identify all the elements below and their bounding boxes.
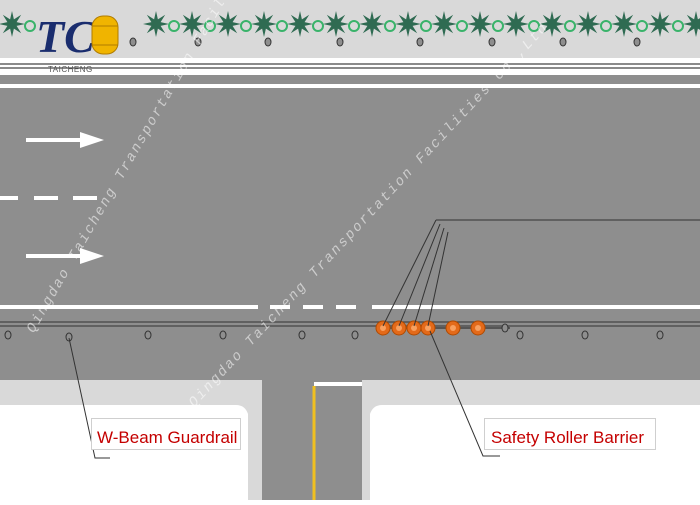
shrub-icon (251, 11, 277, 37)
ring-icon (492, 20, 504, 32)
shrub-icon (431, 11, 457, 37)
guardrail-post (336, 37, 344, 47)
safety-roller-barrier-label: Safety Roller Barrier (484, 418, 656, 450)
shrub-icon (179, 11, 205, 37)
guardrail-post (416, 37, 424, 47)
guardrail-post (194, 37, 202, 47)
shrub-icon (503, 11, 529, 37)
shrub-icon (215, 11, 241, 37)
roller-barrier-icon (391, 320, 407, 336)
shrub-icon (647, 11, 673, 37)
roller-barrier-icon (375, 320, 391, 336)
logo-letters: TC (36, 11, 96, 62)
shrub-icon (539, 11, 565, 37)
guardrail-post (633, 37, 641, 47)
safety-roller-barrier-text: Safety Roller Barrier (491, 428, 645, 447)
guardrail-post (351, 330, 359, 340)
guardrail-post (219, 330, 227, 340)
shrub-icon (683, 11, 700, 37)
roller-barrier-icon (470, 320, 486, 336)
roller-barrier (375, 320, 510, 336)
ring-icon (276, 20, 288, 32)
guardrail-post (65, 332, 73, 342)
guardrail-posts (4, 37, 664, 342)
roller-barrier-icon (406, 320, 422, 336)
ring-icon (240, 20, 252, 32)
ring-icon (384, 20, 396, 32)
guardrail-post (656, 330, 664, 340)
shrub-icon (575, 11, 601, 37)
shrub-icon (611, 11, 637, 37)
ring-icon (24, 20, 36, 32)
ring-icon (456, 20, 468, 32)
ring-icon (636, 20, 648, 32)
guardrail-post (488, 37, 496, 47)
shrub-icon (359, 11, 385, 37)
roller-barrier-icon (420, 320, 436, 336)
w-beam-leader (68, 337, 110, 459)
ring-icon (204, 20, 216, 32)
roller-leader-lines (382, 219, 700, 327)
ring-icon (312, 20, 324, 32)
w-beam-guardrail-text: W-Beam Guardrail (97, 428, 238, 447)
ring-icon (600, 20, 612, 32)
guardrail-post (4, 330, 12, 340)
roller-barrier-leader (429, 330, 500, 457)
guardrail-post (264, 37, 272, 47)
guardrail-post (298, 330, 306, 340)
shrub-icon (395, 11, 421, 37)
ring-icon (528, 20, 540, 32)
roller-barrier-icon (445, 320, 461, 336)
ring-icon (168, 20, 180, 32)
shrub-icon (143, 11, 169, 37)
guardrail-post (559, 37, 567, 47)
shrub-icon (467, 11, 493, 37)
ring-icon (420, 20, 432, 32)
shrub-icon (0, 11, 25, 37)
guardrail-post (129, 37, 137, 47)
right-arrow-icon (26, 248, 104, 264)
guardrail-post (144, 330, 152, 340)
side-road (262, 380, 362, 500)
logo-name: TAICHENG (48, 65, 93, 74)
taicheng-logo: TC TAICHENG (36, 11, 119, 74)
shrub-icon (323, 11, 349, 37)
ring-icon (564, 20, 576, 32)
ring-icon (672, 20, 684, 32)
guardrail-post (581, 330, 589, 340)
main-road (0, 75, 700, 380)
plant-row (0, 11, 700, 37)
guardrail-post (516, 330, 524, 340)
right-arrow-icon (26, 132, 104, 148)
ring-icon (348, 20, 360, 32)
shrub-icon (287, 11, 313, 37)
guardrail-post (501, 323, 509, 333)
w-beam-guardrail-label: W-Beam Guardrail (91, 418, 241, 450)
